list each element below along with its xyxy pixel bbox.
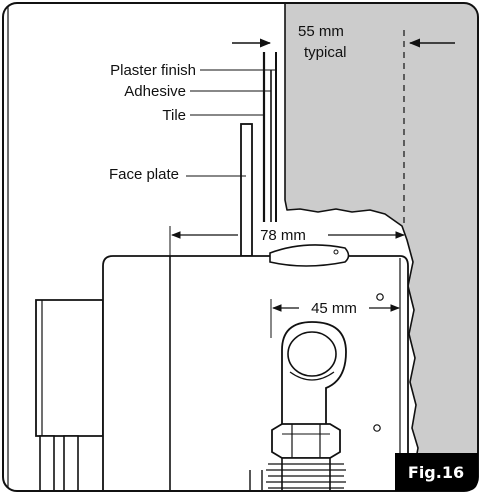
- side-unit: [35, 299, 104, 437]
- wall-depth-dim-line2: typical: [304, 44, 347, 61]
- valve-body: [102, 255, 409, 491]
- hex-nut: [271, 423, 341, 459]
- figure-label: Fig.16: [408, 463, 464, 482]
- screw-upper: [376, 293, 384, 301]
- outlet-offset-dim: 45 mm: [311, 300, 357, 317]
- body-width-dim: 78 mm: [260, 227, 306, 244]
- plaster-finish-label: Plaster finish: [110, 62, 196, 79]
- screw-lower: [373, 424, 381, 432]
- face-plate: [240, 123, 253, 257]
- adhesive-label: Adhesive: [124, 83, 186, 100]
- figure-badge: [395, 453, 478, 491]
- face-plate-label: Face plate: [109, 166, 179, 183]
- wall-depth-dim-line1: 55 mm: [298, 23, 344, 40]
- valve-top-cap: [269, 244, 350, 267]
- pipe-left-2: [63, 435, 79, 491]
- tile-label: Tile: [162, 107, 186, 124]
- pipe-left-1: [39, 435, 55, 491]
